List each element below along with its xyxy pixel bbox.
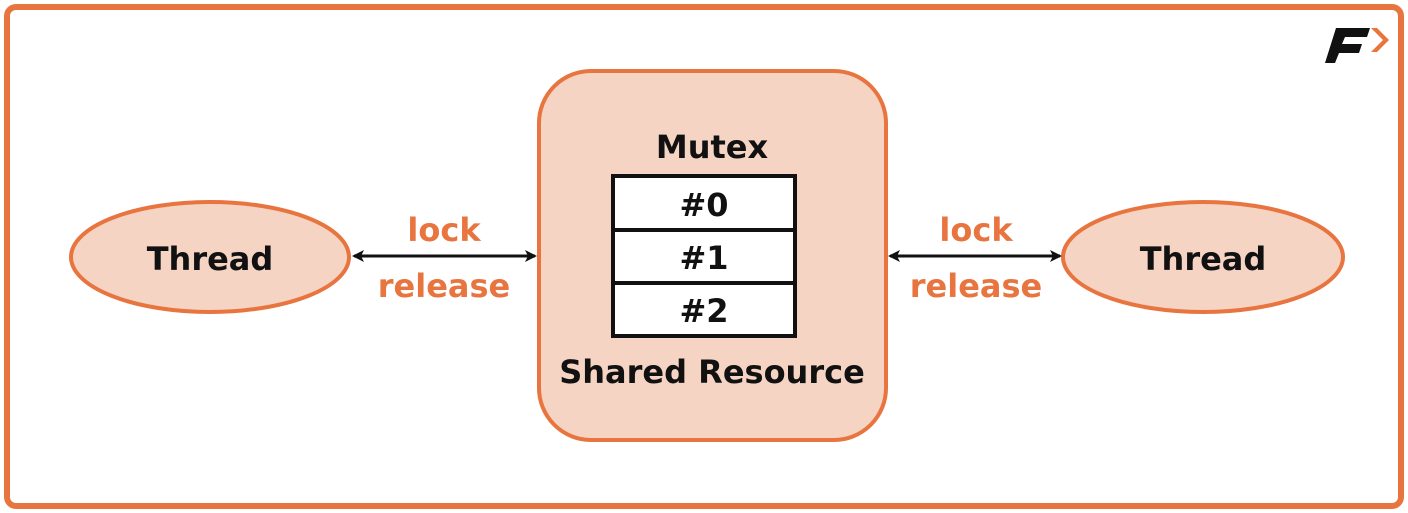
mutex-cell-2: #2 <box>679 292 728 330</box>
right-thread-node: Thread <box>1061 200 1345 314</box>
left-thread-label: Thread <box>147 240 274 278</box>
mutex-title: Mutex <box>656 128 769 166</box>
mutex-table: #0 #1 #2 <box>611 174 797 338</box>
right-link: lock release <box>888 211 1062 305</box>
left-lock-label: lock <box>407 211 481 249</box>
right-release-label: release <box>910 267 1043 305</box>
left-release-label: release <box>378 267 511 305</box>
mutex-cell-1: #1 <box>679 239 728 277</box>
mutex-cell-0: #0 <box>679 186 728 224</box>
right-thread-label: Thread <box>1140 240 1267 278</box>
shared-resource-caption: Shared Resource <box>559 353 865 391</box>
f-arrow-logo-icon <box>1325 28 1389 63</box>
left-link: lock release <box>352 211 537 305</box>
left-thread-node: Thread <box>69 200 351 314</box>
right-lock-label: lock <box>939 211 1013 249</box>
shared-resource-node: Mutex #0 #1 #2 Shared Resource <box>537 69 888 442</box>
